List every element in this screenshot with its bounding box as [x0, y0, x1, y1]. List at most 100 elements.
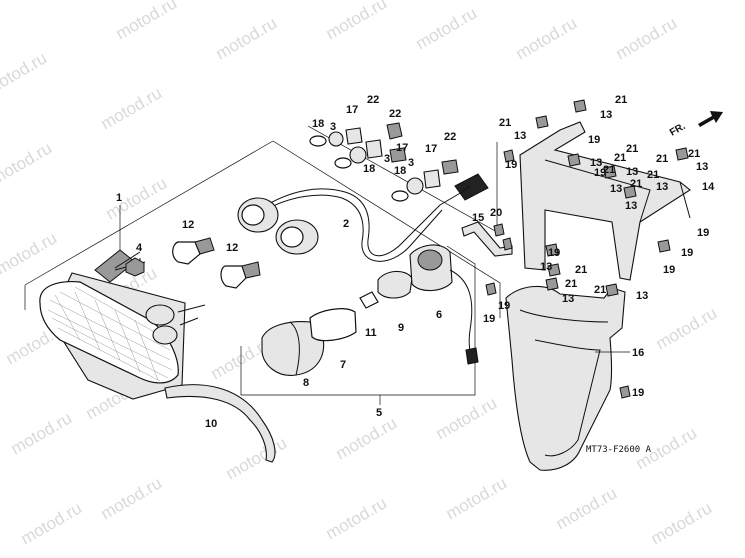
callout-21: 21 [688, 148, 700, 160]
callout-7: 7 [340, 359, 346, 371]
bolt-20 [493, 223, 505, 237]
callout-3: 3 [408, 157, 414, 169]
callout-13: 13 [590, 157, 602, 169]
watermark-text: motod.ru [213, 13, 281, 63]
callout-3: 3 [384, 153, 390, 165]
part-15-20-bracket [461, 221, 513, 257]
watermark-text: motod.ru [18, 498, 86, 548]
callout-19: 19 [548, 247, 560, 259]
washer-18 [309, 135, 327, 147]
taillight-lens [39, 280, 179, 384]
rear-fender [505, 286, 626, 471]
bulb-1-glass [172, 241, 201, 265]
front-arrow-icon [698, 111, 723, 127]
lens-edge [289, 321, 300, 376]
callout-21: 21 [575, 264, 587, 276]
watermark-text: motod.ru [98, 83, 166, 133]
bolt-19 [619, 385, 631, 399]
grommet-3 [349, 146, 367, 164]
callout-12: 12 [182, 219, 194, 231]
callout-14: 14 [702, 181, 715, 193]
bulb-socket-boss [145, 304, 175, 326]
socket-b-face [280, 226, 304, 248]
nut-13 [545, 277, 559, 291]
collar-17 [365, 139, 383, 159]
harness-wire [261, 188, 441, 257]
license-lens-8 [261, 321, 325, 376]
washer-18 [391, 190, 409, 202]
callouts: 1 2 3 3 3 4 5 6 7 8 9 10 11 12 12 13 13 … [116, 94, 715, 430]
socket-wire [449, 269, 473, 361]
lens-texture [47, 286, 173, 382]
watermark-text: motod.ru [0, 138, 55, 188]
watermark-text: motod.ru [103, 173, 171, 223]
bulb-2-glass [220, 265, 247, 289]
callout-16: 16 [632, 347, 644, 359]
fender-panel [534, 339, 601, 457]
watermark-text: motod.ru [8, 408, 76, 458]
nut-22 [389, 147, 407, 163]
part-1-taillight [39, 249, 206, 400]
diagram-code: MT73-F2600 A [586, 445, 652, 455]
watermark-text: motod.ru [413, 3, 481, 53]
gasket-9 [377, 270, 413, 299]
bolt-19 [503, 149, 515, 163]
callout-9: 9 [398, 322, 404, 334]
nut-22 [441, 159, 459, 175]
bulb-2-base [241, 261, 261, 279]
bracket-edge [544, 159, 651, 223]
callout-21: 21 [603, 164, 615, 176]
callout-13: 13 [610, 183, 622, 195]
bulb-11 [359, 291, 379, 309]
callout-13: 13 [600, 109, 612, 121]
callout-13: 13 [625, 200, 637, 212]
callout-19: 19 [594, 167, 606, 179]
watermark-text: motod.ru [98, 473, 166, 523]
callout-21: 21 [565, 278, 577, 290]
harness-connector [454, 173, 489, 201]
nut-13 [567, 153, 581, 167]
watermark-text: motod.ru [433, 393, 501, 443]
collar-17 [423, 169, 441, 189]
harness-wire-end [439, 185, 471, 206]
washer-18 [334, 157, 352, 169]
bracket-edge [679, 181, 691, 219]
callout-1: 1 [116, 192, 122, 204]
callout-13: 13 [636, 290, 648, 302]
bolt-19 [485, 282, 497, 296]
grommet-3 [328, 131, 344, 147]
bolt-19 [502, 237, 513, 251]
part-4-stud [125, 257, 145, 277]
bulb-1-base [194, 237, 215, 255]
trim-strip [164, 384, 276, 463]
callout-17: 17 [396, 142, 408, 154]
assembly-frame-5 [240, 245, 476, 396]
nut-22 [386, 122, 403, 140]
callout-18: 18 [363, 163, 375, 175]
harness-wire [261, 194, 443, 262]
callout-21: 21 [630, 178, 642, 190]
nut-13 [603, 165, 617, 179]
callout-15: 15 [472, 212, 484, 224]
callout-19: 19 [697, 227, 709, 239]
callout-21: 21 [614, 152, 626, 164]
nut-13 [623, 185, 637, 199]
callout-21: 21 [656, 153, 668, 165]
callout-2: 2 [343, 218, 349, 230]
callout-13: 13 [514, 130, 526, 142]
grommet-3 [406, 177, 424, 195]
watermark-text: motod.ru [653, 303, 721, 353]
front-label: FR. [668, 121, 688, 139]
nut-21 [547, 263, 561, 277]
watermark-text: motod.ru [223, 433, 291, 483]
callout-5: 5 [376, 407, 382, 419]
fasteners [485, 99, 689, 399]
part-16-fender [505, 286, 626, 471]
callout-8: 8 [303, 377, 309, 389]
part-10-trim [164, 384, 276, 463]
callout-12: 12 [226, 242, 238, 254]
nut-21 [605, 283, 619, 297]
callout-3: 3 [330, 121, 336, 133]
watermark-text: motod.ru [0, 228, 60, 278]
